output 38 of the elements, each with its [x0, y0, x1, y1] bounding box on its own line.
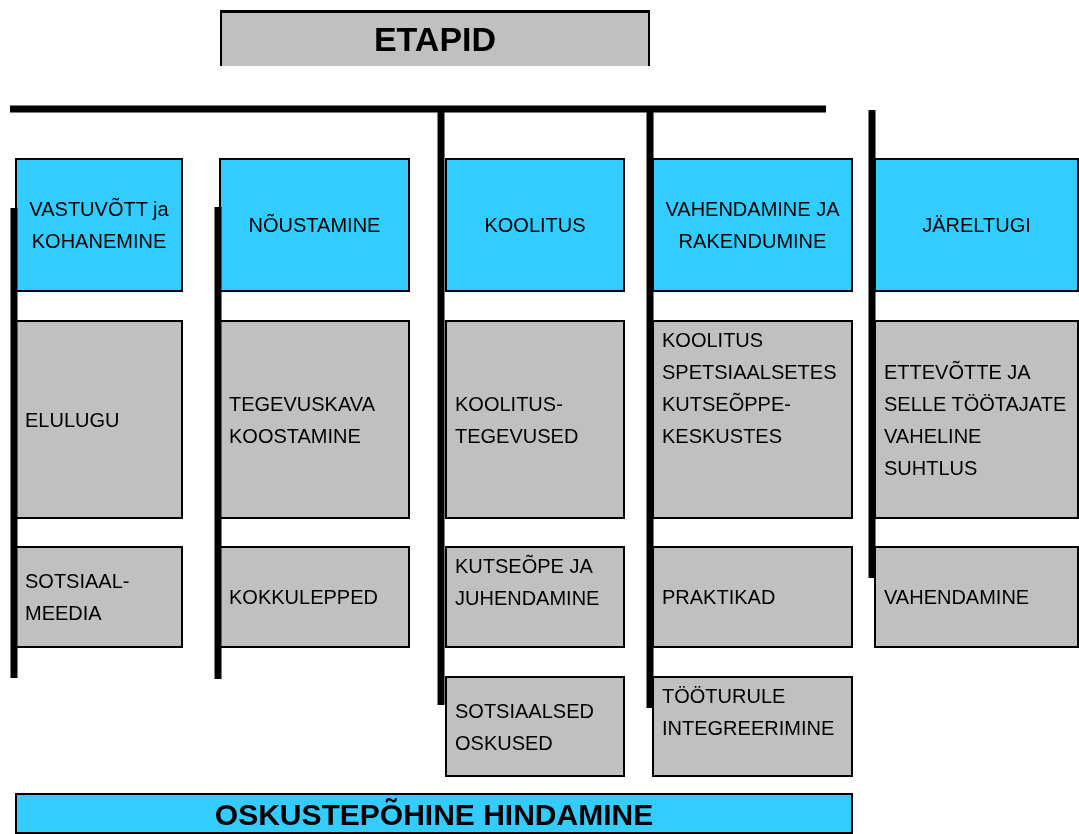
activity-box: [874, 546, 1079, 648]
node-label: KUTSEÕPE JA JUHENDAMINE: [455, 553, 601, 611]
phase-header-box: [15, 158, 183, 292]
node-label: JÄRELTUGI: [922, 213, 1031, 238]
node-label: TÖÖTURULE INTEGREERIMINE: [662, 684, 836, 741]
node-label: OSKUSTEPÕHINE HINDAMINE: [214, 797, 654, 833]
node-label: KOOLITUS SPETSIAALSETES KUTSEÕPPE- KESKUSTES: [662, 328, 838, 449]
node-label: VAHENDAMINE: [884, 585, 1030, 610]
phase-header-box: [874, 158, 1079, 292]
node-label: KOOLITUS- TEGEVUSED: [455, 391, 580, 449]
activity-box: [652, 546, 853, 648]
activity-box: [15, 320, 183, 519]
activity-box: [874, 320, 1079, 519]
activity-box: [652, 320, 853, 519]
phase-header-box: [219, 158, 410, 292]
activity-box: [652, 676, 853, 777]
node-label: NÕUSTAMINE: [248, 212, 381, 238]
node-label: ELULUGU: [25, 407, 120, 433]
node-label: VASTUVÕTT ja KOHANEMINE: [28, 196, 170, 254]
node-label: VAHENDAMINE JA RAKENDUMINE: [664, 197, 841, 254]
phase-header-box: [445, 158, 625, 292]
activity-box: [445, 676, 625, 777]
assessment-bar: [15, 793, 853, 834]
node-label: KOKKULEPPED: [229, 585, 378, 610]
activity-box: [219, 320, 410, 519]
node-label: SOTSIAAL- MEEDIA: [25, 569, 131, 626]
node-label: ETTEVÕTTE JA SELLE TÖÖTAJATE VAHELINE SUHTLUS: [884, 359, 1068, 481]
activity-box: [445, 546, 625, 648]
node-label: KOOLITUS: [484, 213, 586, 238]
activity-box: [219, 546, 410, 648]
node-label: ETAPID: [373, 19, 497, 60]
stage-title-box: [220, 10, 650, 66]
phase-header-box: [652, 158, 853, 292]
node-label: PRAKTIKAD: [662, 585, 776, 610]
activity-box: [15, 546, 183, 648]
activity-box: [445, 320, 625, 519]
node-label: TEGEVUSKAVA KOOSTAMINE: [229, 391, 376, 449]
node-label: SOTSIAALSED OSKUSED: [455, 698, 595, 756]
